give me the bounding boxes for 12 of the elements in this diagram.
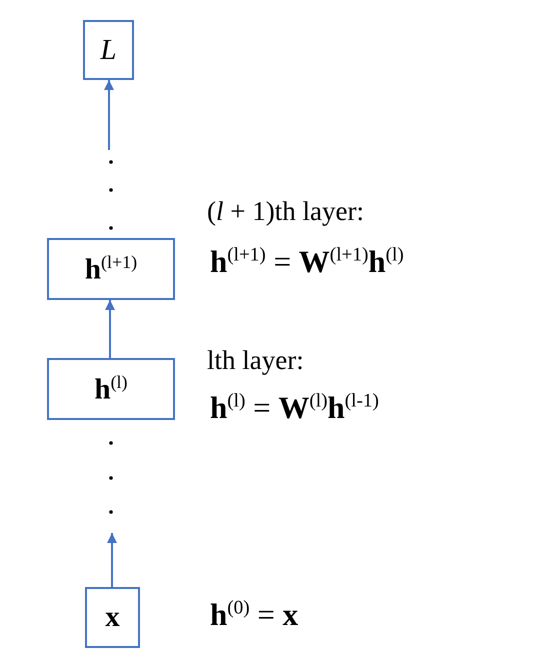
node-box: x (85, 587, 140, 648)
arrow (105, 300, 115, 358)
equation: h$^{(l)}$ = W$^{(l)}$h$^{(l-1)}$ (210, 390, 379, 426)
equation: h$^{(l+1)}$ = W$^{(l+1)}$h$^{(l)}$ (210, 244, 404, 280)
arrow (104, 80, 114, 150)
arrow (107, 533, 117, 587)
equation: h$^{(0)}$ = x (210, 597, 298, 633)
layer-caption: lth layer: (207, 345, 304, 376)
node-box: h$^{(l)}$ (47, 358, 175, 420)
node-box: h$^{(l+1)}$ (47, 238, 175, 300)
node-box: L (83, 20, 134, 80)
layer-caption: (l + 1)th layer: (207, 196, 364, 227)
